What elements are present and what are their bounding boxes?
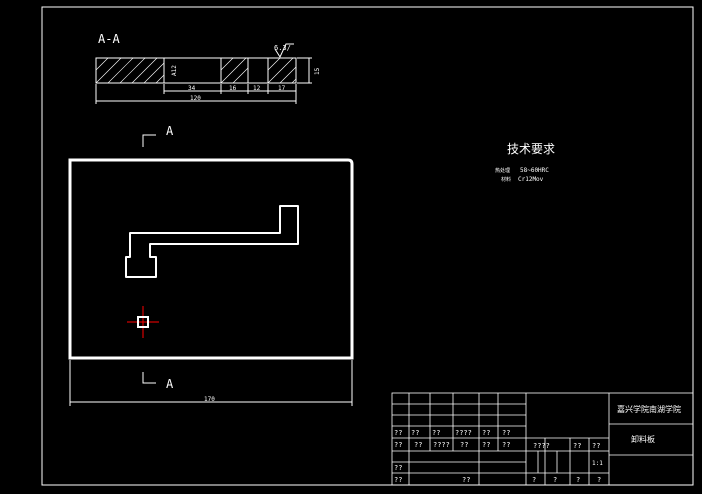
cut-marker-top (142, 134, 156, 147)
section-label: A-A (98, 32, 120, 46)
dim-section-d: 17 (278, 85, 286, 92)
school-name: 嘉兴学院南湖学院 (617, 404, 681, 414)
dim-section-height: 15 (314, 67, 321, 75)
tb-cell: ?? (502, 441, 510, 449)
tb-cell: ? (597, 476, 601, 484)
plate-outline (68, 158, 354, 360)
tb-cell: ?? (502, 429, 510, 437)
surface-finish: 6.3/ (274, 44, 291, 52)
tech-title: 技术要求 (507, 142, 555, 156)
tb-cell: ?? (394, 429, 402, 437)
plan-dimension (69, 360, 353, 406)
tech-line2-label: 材料 (501, 176, 511, 183)
tb-cell: ???? (455, 429, 472, 437)
tb-cell: ?? (432, 429, 440, 437)
tech-line1-value: 58~60HRC (520, 167, 549, 174)
cut-label-bottom: A (166, 377, 174, 391)
dim-section-total: 120 (190, 95, 201, 102)
tb-cell: ?? (592, 442, 600, 450)
tb-cell: ???? (433, 441, 450, 449)
dim-section-b: 16 (229, 85, 237, 92)
tb-cell: ?? (462, 476, 470, 484)
tb-cell: ?? (414, 441, 422, 449)
tb-cell: ? (576, 476, 580, 484)
tech-line1-label: 热处理 (495, 167, 510, 174)
tb-cell: ?? (394, 441, 402, 449)
tb-cell: ? (553, 476, 557, 484)
title-block-grid (391, 392, 694, 486)
scale-value: 1:1 (592, 460, 603, 467)
cut-marker-bottom (142, 372, 156, 384)
tech-line2-value: Cr12Mov (518, 176, 544, 183)
tb-cell: ?? (482, 429, 490, 437)
dim-section-c: 12 (253, 85, 261, 92)
part-name: 卸料板 (631, 434, 655, 444)
tb-cell: ?? (460, 441, 468, 449)
slot-outline (125, 205, 299, 278)
tb-cell: ?? (411, 429, 419, 437)
section-view (95, 43, 312, 104)
tb-cell: ???? (533, 442, 550, 450)
tb-cell: ?? (573, 442, 581, 450)
tb-cell: ?? (482, 441, 490, 449)
dim-section-small: A12 (171, 65, 178, 76)
tb-cell: ? (532, 476, 536, 484)
dim-section-a: 34 (188, 85, 196, 92)
drawing-border (41, 6, 694, 486)
hole-center-mark (127, 306, 159, 338)
cut-label-top: A (166, 124, 174, 138)
tb-cell: ?? (394, 476, 402, 484)
dim-plan-width: 170 (204, 396, 215, 403)
tb-cell: ?? (394, 464, 402, 472)
